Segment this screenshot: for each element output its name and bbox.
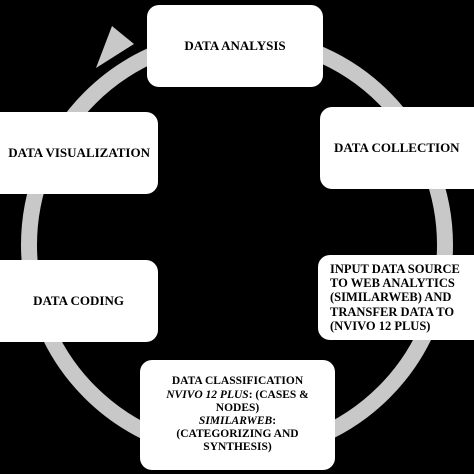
step-classification-title: DATA CLASSIFICATION (171, 375, 304, 388)
step-data-coding: DATA CODING (0, 260, 158, 342)
cycle-arrowhead (96, 26, 134, 68)
step-input-line-2: TO WEB ANALYTICS (330, 275, 455, 290)
step-input-line-5: (NVIVO 12 PLUS) (330, 319, 431, 334)
step-input-line-3: (SIMILARWEB) AND (330, 290, 452, 305)
step-data-analysis: DATA ANALYSIS (147, 5, 323, 87)
step-classification-similarweb: SIMILARWEB: (199, 415, 276, 428)
step-classification-similarweb-2: (CATEGORIZING AND (176, 428, 299, 441)
similarweb-name: SIMILARWEB (198, 415, 273, 427)
step-data-analysis-label: DATA ANALYSIS (184, 37, 286, 53)
step-classification-nvivo-2: NODES) (215, 401, 260, 414)
step-data-collection-label: DATA COLLECTION (334, 139, 460, 155)
step-data-coding-label: DATA CODING (33, 292, 124, 308)
step-input-line-1: INPUT DATA SOURCE (330, 261, 460, 276)
step-data-visualization: DATA VISUALIZATION (0, 112, 158, 194)
nvivo-name: NVIVO 12 PLUS (166, 388, 249, 401)
step-classification-nvivo: NVIVO 12 PLUS: (CASES & (166, 389, 309, 402)
step-input-line-4: TRANSFER DATA TO (330, 304, 455, 319)
step-data-classification: DATA CLASSIFICATION NVIVO 12 PLUS: (CASE… (140, 360, 335, 470)
nvivo-desc: : (CASES & (248, 388, 309, 401)
step-input-data-source: INPUT DATA SOURCE TO WEB ANALYTICS (SIMI… (318, 255, 474, 340)
similarweb-desc: : (272, 415, 277, 427)
step-data-collection: DATA COLLECTION (320, 107, 474, 189)
step-classification-similarweb-3: SYNTHESIS) (203, 441, 272, 454)
step-data-visualization-label: DATA VISUALIZATION (8, 144, 150, 160)
